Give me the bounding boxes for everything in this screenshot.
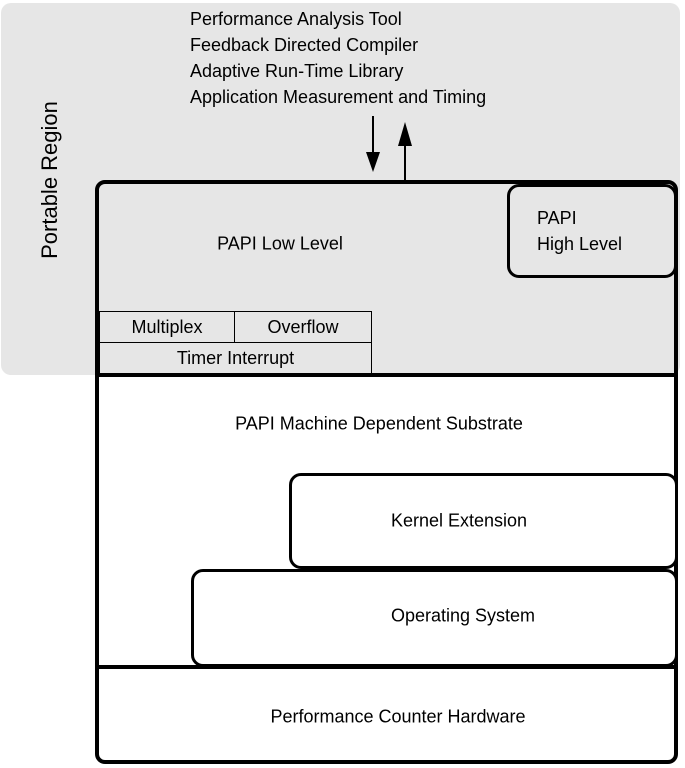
multiplex-cell: Multiplex [99, 311, 235, 343]
timer-interrupt-cell: Timer Interrupt [99, 342, 372, 375]
app-measurement-and-timing: Application Measurement and Timing [190, 87, 487, 107]
app-performance-analysis-tool: Performance Analysis Tool [190, 9, 402, 29]
portable-boundary-line [95, 373, 678, 377]
app-feedback-directed-compiler: Feedback Directed Compiler [190, 35, 419, 55]
hardware-boundary-line [95, 665, 678, 669]
kernel-extension-box [289, 473, 678, 569]
down-arrow-head [366, 152, 380, 172]
hardware-label: Performance Counter Hardware [270, 706, 526, 727]
papi-high-level-line1: PAPI [537, 208, 577, 228]
papi-architecture-frame [95, 180, 678, 764]
papi-high-level-line2: High Level [537, 234, 623, 254]
up-arrow-head [398, 122, 412, 146]
substrate-label: PAPI Machine Dependent Substrate [235, 413, 523, 434]
operating-system-label: Operating System [390, 605, 536, 626]
papi-low-level-label: PAPI Low Level [217, 233, 343, 254]
kernel-extension-label: Kernel Extension [390, 510, 528, 531]
application-list: Performance Analysis Tool Feedback Direc… [190, 6, 486, 110]
app-adaptive-runtime-library: Adaptive Run-Time Library [190, 61, 404, 81]
overflow-cell: Overflow [234, 311, 372, 343]
portable-region-background [1, 3, 680, 375]
papi-high-level-box: PAPI High Level [507, 184, 677, 278]
